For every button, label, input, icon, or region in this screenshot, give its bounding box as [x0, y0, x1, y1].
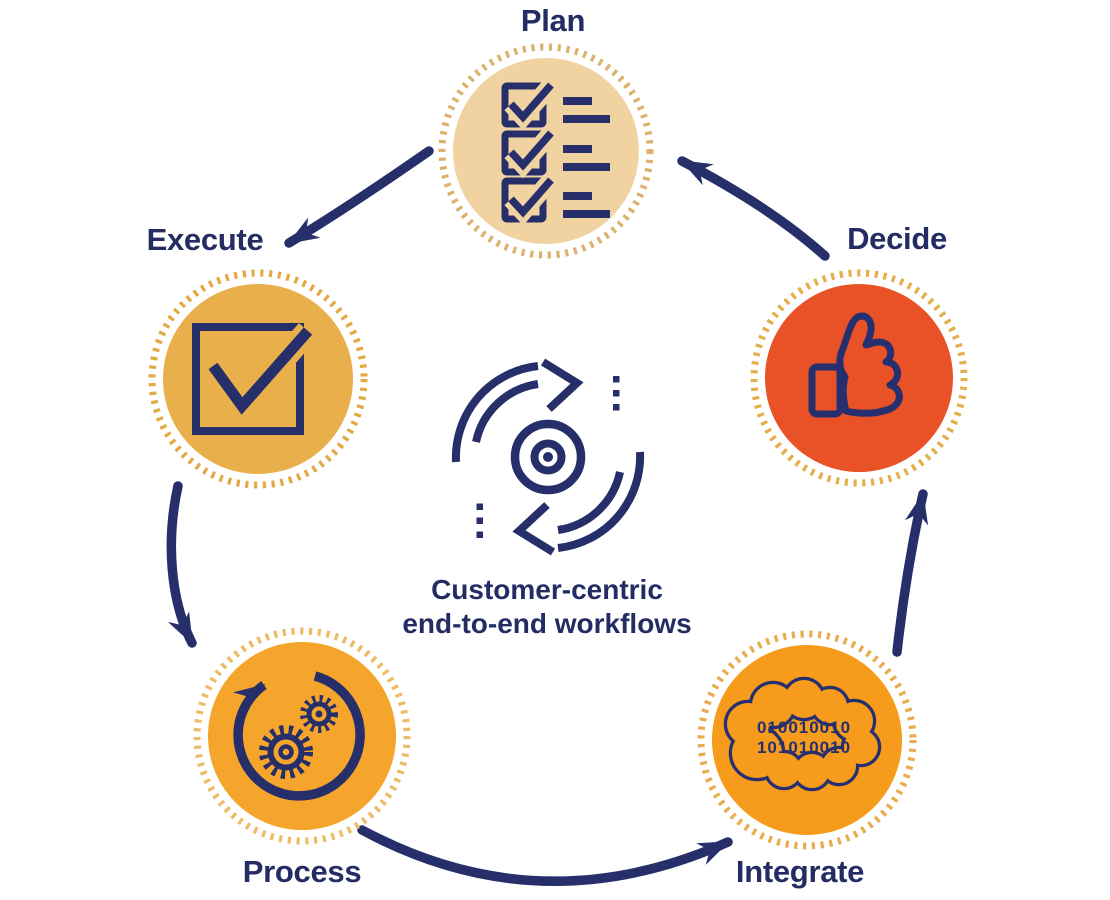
label-plan: Plan	[520, 3, 586, 38]
decide-dotted-ring	[750, 269, 968, 487]
cloud-binary-line1: 010010010	[756, 718, 852, 737]
center-caption-line1: Customer-centric	[431, 574, 663, 605]
checkbox-check-icon	[192, 323, 318, 435]
center-caption: Customer-centric end-to-end workflows	[402, 573, 691, 641]
node-plan	[438, 43, 654, 259]
node-decide	[750, 269, 968, 487]
label-decide: Decide	[847, 221, 947, 256]
execute-dotted-ring	[148, 269, 368, 489]
node-process	[193, 627, 411, 845]
arrow-execute-to-process	[166, 481, 197, 648]
arrow-decide-to-plan	[677, 156, 830, 261]
binary-cloud-icon	[723, 676, 882, 792]
process-dotted-ring	[193, 627, 411, 845]
decide-circle	[765, 284, 953, 472]
thumbs-up-icon	[808, 312, 903, 418]
arrow-integrate-to-decide	[892, 489, 929, 657]
arrow-plan-to-execute	[284, 146, 434, 248]
label-process: Process	[242, 854, 362, 889]
node-integrate	[697, 630, 917, 850]
flow-arrows	[166, 146, 929, 886]
label-execute: Execute	[146, 222, 264, 257]
gears-cycle-icon	[232, 671, 365, 801]
center-caption-line2: end-to-end workflows	[402, 608, 692, 639]
dots-column	[613, 376, 620, 411]
cloud-binary-line2: 101010010	[756, 738, 852, 757]
plan-dotted-ring	[438, 43, 654, 259]
sync-cycle-bullseye-icon	[451, 358, 640, 552]
integrate-dotted-ring	[697, 630, 917, 850]
node-execute	[148, 269, 368, 489]
cycle-half	[451, 358, 620, 463]
arrow-process-to-integrate	[357, 825, 733, 886]
label-integrate: Integrate	[735, 854, 865, 889]
cloud-binary-text: 010010010 101010010	[757, 718, 851, 758]
checklist-icon	[501, 79, 610, 226]
